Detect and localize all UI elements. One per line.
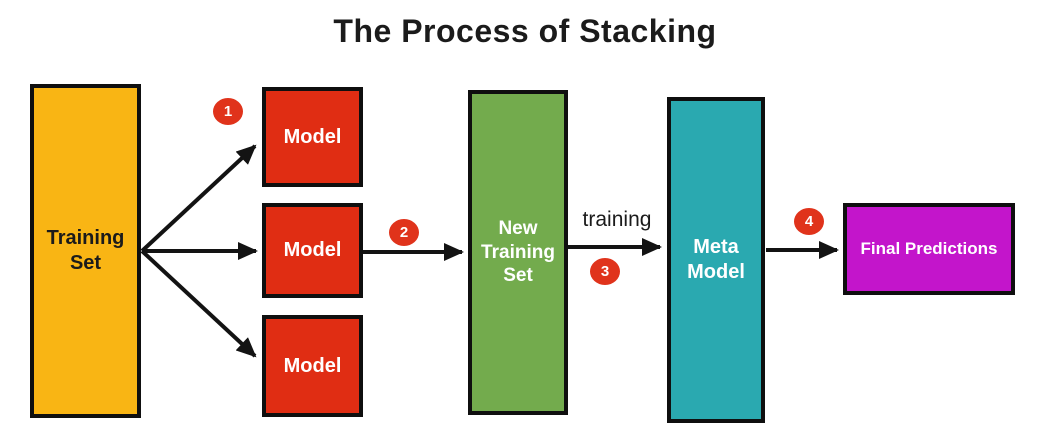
step-number: 1	[223, 103, 233, 120]
node-model-3: Model	[262, 315, 363, 417]
node-label: Training Set	[46, 227, 125, 274]
step-badge-2: 2	[389, 219, 419, 246]
step-badge-4: 4	[794, 208, 824, 235]
edge-label-training: training	[582, 208, 652, 231]
node-label: New Training Set	[481, 217, 555, 287]
node-model-2: Model	[262, 203, 363, 298]
step-number: 4	[804, 213, 814, 230]
node-new-training-set: New Training Set	[468, 90, 568, 415]
arrow-training-to-model3	[140, 249, 257, 358]
node-model-1: Model	[262, 87, 363, 187]
node-label: Meta Model	[687, 236, 745, 283]
step-badge-3: 3	[590, 258, 620, 285]
node-label: Final Predictions	[860, 239, 998, 259]
arrow-training-to-model1	[140, 144, 257, 253]
node-training-set: Training Set	[30, 84, 141, 418]
node-label: Model	[283, 354, 342, 377]
step-number: 2	[399, 224, 409, 241]
node-final-predictions: Final Predictions	[843, 203, 1015, 295]
step-badge-1: 1	[213, 98, 243, 125]
diagram-title: The Process of Stacking	[333, 13, 717, 49]
node-label: Model	[283, 125, 342, 148]
step-number: 3	[600, 263, 610, 280]
node-label: Model	[283, 239, 342, 261]
node-meta-model: Meta Model	[667, 97, 765, 423]
